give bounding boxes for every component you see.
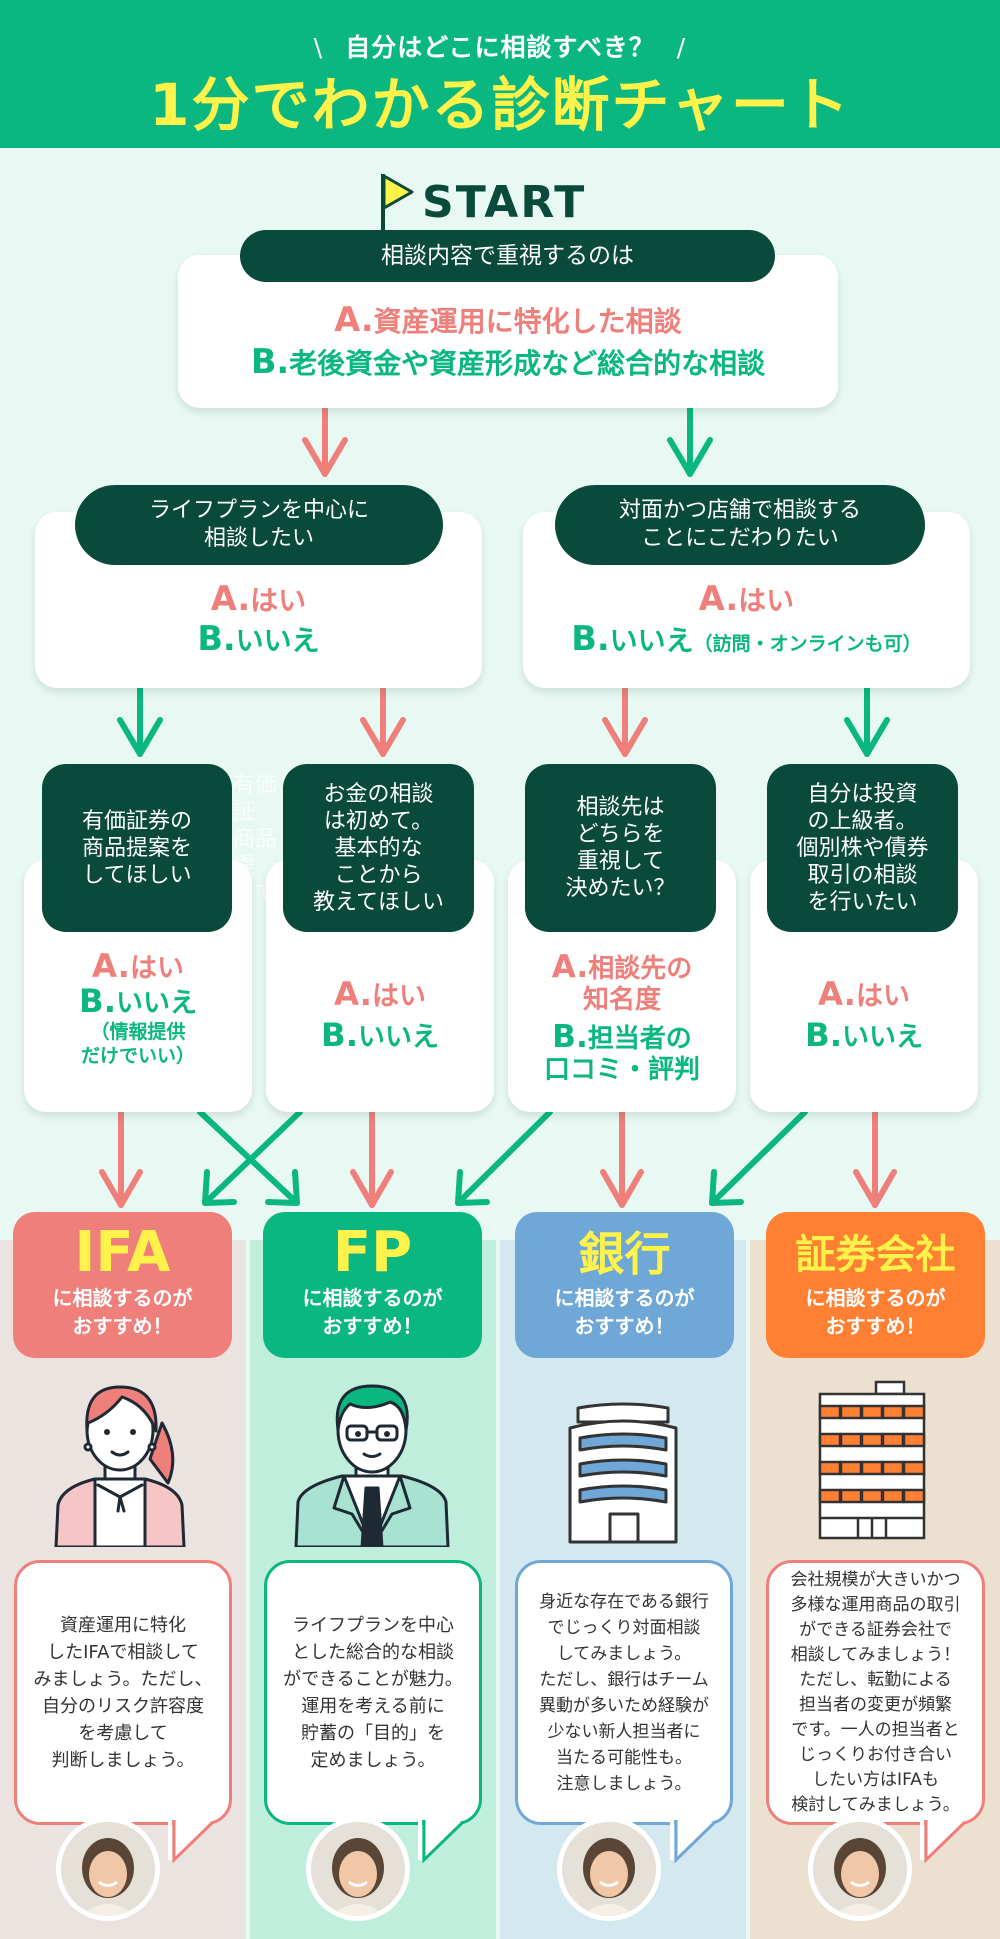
result-ifa: IFA に相談するのが おすすめ！ [13,1212,232,1358]
arrow-q1-a [302,405,348,477]
result-bank-line1: に相談するのが [554,1286,695,1310]
arrow-q1-b [667,405,713,477]
arrow-q3-4-b-to-bank [709,1109,808,1206]
page-title: 1分でわかる診断チャート [149,71,851,139]
q1-answer-b: B.老後資金や資産形成など総合的な相談 [250,342,766,381]
arrow-q2l-b [117,685,163,757]
result-bank-line2: おすすめ！ [574,1314,675,1338]
arrow-q3-4-a-to-securities [853,1109,897,1208]
flag-icon [381,174,414,232]
subtitle-text: 自分はどこに相談すべき？ [345,33,655,62]
q3-4-answer-b: B.いいえ [805,1016,923,1054]
arrow-q3-3-b-to-fp [455,1109,553,1206]
q3-2-answer-a: A.はい [334,975,426,1013]
q2-left-answer-a: A.はい [210,579,307,618]
q3-1-answer-a: A.はい [92,947,184,985]
q3-4-question: 自分は投資 の上級者。 個別株や債券 取引の相談 を行いたい [767,764,958,932]
q3-1-answer-b-note: （情報提供 だけでいい） [80,1021,195,1067]
start-marker: START [378,172,586,232]
advisor-avatar [808,1817,912,1921]
advisor-photo-icon [61,1822,155,1916]
result-ifa-line2: おすすめ！ [72,1314,173,1338]
q3-4-answer-a: A.はい [818,975,910,1013]
arrow-q2l-a [360,685,406,757]
advisor-avatar [56,1817,160,1921]
advisor-avatar [557,1817,661,1921]
arrow-q3-2-a-to-fp [350,1109,394,1208]
result-securities-name: 証券会社 [795,1232,956,1278]
q2-left-question: ライフプランを中心に 相談したい [75,485,443,565]
q1-answer-a: A.資産運用に特化した相談 [334,300,682,339]
ifa-advice-bubble: 資産運用に特化 したIFAで相談して みましょう。ただし、 自分のリスク許容度 … [14,1560,232,1825]
q3-3-answer-a: A.相談先の 知名度 [551,949,693,1015]
arrow-q3-3-a-to-bank [600,1109,644,1208]
q1-answers: A.資産運用に特化した相談 B.老後資金や資産形成など総合的な相談 [178,300,838,384]
result-fp-line2: おすすめ！ [322,1314,423,1338]
bank-advice-bubble: 身近な存在である銀行 でじっくり対面相談 してみましょう。 ただし、銀行はチーム… [515,1560,733,1825]
advisor-photo-icon [311,1822,405,1916]
start-label: START [422,176,587,228]
result-fp-name: FP [332,1220,413,1285]
q2-left-answers: A.はい B.いいえ [35,580,482,660]
fp-bubble-tail [418,1820,465,1864]
q1-question: 相談内容で重視するのは [240,230,775,282]
result-bank-name: 銀行 [578,1227,671,1281]
result-fp: FP に相談するのが おすすめ！ [263,1212,482,1358]
result-fp-line1: に相談するのが [302,1286,443,1310]
q3-4-answers: A.はい B.いいえ [750,975,978,1057]
header-subtitle: \ 自分はどこに相談すべき？ / [0,28,1000,64]
result-ifa-line1: に相談するのが [52,1286,193,1310]
q3-2-answers: A.はい B.いいえ [266,975,494,1057]
fp-advice-bubble: ライフプランを中心 とした総合的な相談 ができることが魅力。 運用を考える前に … [264,1560,482,1825]
q3-2-answer-b: B.いいえ [321,1016,439,1054]
q3-3-question: 相談先は どちらを 重視して 決めたい？ [525,764,716,932]
q2-right-answers: A.はい B.いいえ（訪問・オンラインも可） [523,580,970,663]
advisor-photo-icon [562,1822,656,1916]
result-ifa-name: IFA [74,1220,171,1285]
advisor-photo-icon [813,1822,907,1916]
bank-building-illustration [568,1402,678,1544]
slash-left: \ [313,33,324,62]
arrow-q2r-b [844,685,890,757]
slash-right: / [676,33,687,62]
arrow-q3-2-b-to-ifa [202,1109,303,1206]
bank-bubble-tail [670,1820,717,1864]
result-bank: 銀行 に相談するのが おすすめ！ [515,1212,734,1358]
q2-right-answer-a: A.はい [698,579,795,618]
office-building-illustration [818,1380,926,1540]
securities-bubble-tail [920,1820,967,1864]
q2-right-answer-b: B.いいえ（訪問・オンラインも可） [571,619,922,658]
q3-2-question: お金の相談 は初めて。 基本的な ことから 教えてほしい [283,764,474,932]
result-securities-line1: に相談するのが [805,1286,946,1310]
result-securities-line2: おすすめ！ [825,1314,926,1338]
man-in-suit-illustration [294,1384,450,1547]
q3-1-question: 有価証券の 商品提案を してほしい [42,764,232,932]
q3-3-answers: A.相談先の 知名度 B.担当者の 口コミ・評判 [508,949,736,1086]
q3-1-answers: A.はい B.いいえ （情報提供 だけでいい） [24,950,252,1068]
q3-1-answer-b: B.いいえ [79,982,197,1020]
ifa-bubble-tail [168,1820,215,1864]
q3-3-answer-b: B.担当者の 口コミ・評判 [543,1019,700,1085]
q2-right-question: 対面かつ店舗で相談する ことにこだわりたい [555,485,925,565]
securities-advice-bubble: 会社規模が大きいかつ 多様な運用商品の取引 ができる証券会社で 相談してみましょ… [766,1560,985,1825]
header-banner: \ 自分はどこに相談すべき？ / 1分でわかる診断チャート [0,0,1000,148]
result-securities: 証券会社 に相談するのが おすすめ！ [766,1212,985,1358]
arrow-q3-1-a-to-ifa [99,1109,143,1208]
advisor-avatar [306,1817,410,1921]
arrow-q2r-a [602,685,648,757]
woman-advisor-illustration [54,1385,186,1547]
q2-left-answer-b: B.いいえ [197,619,320,658]
